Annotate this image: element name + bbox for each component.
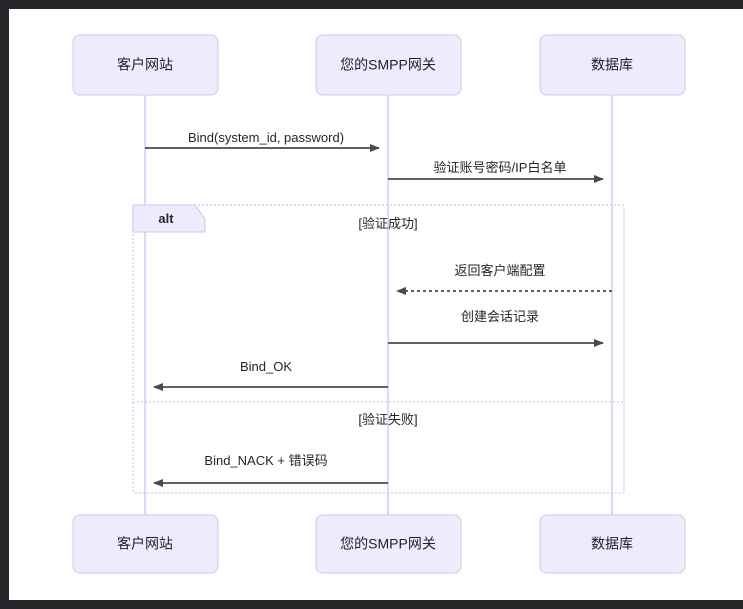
actor-box-database-bottom[interactable] <box>539 514 686 574</box>
alt-block-border <box>132 204 625 494</box>
alt-keyword-tab <box>132 204 206 233</box>
actor-box-gateway-bottom[interactable] <box>315 514 462 574</box>
message-return-client-config: 返回客户端配置 <box>396 263 612 295</box>
actor-bottom-database[interactable]: 数据库 <box>539 514 686 574</box>
actor-label-client-top: 客户网站 <box>117 57 173 73</box>
page-frame-left <box>0 0 9 609</box>
actor-box-client-bottom[interactable] <box>72 514 219 574</box>
message-create-session-record: 创建会话记录 <box>388 309 604 347</box>
actor-box-client-top[interactable] <box>72 34 219 96</box>
alt-keyword-label: alt <box>158 211 174 226</box>
message-verify-credentials: 验证账号密码/IP白名单 <box>388 160 604 183</box>
actor-box-database-top[interactable] <box>539 34 686 96</box>
message-label-3: 创建会话记录 <box>461 309 539 324</box>
alt-condition-success: [验证成功] <box>358 216 417 231</box>
actor-label-database-top: 数据库 <box>591 57 633 73</box>
messages: Bind(system_id, password) 验证账号密码/IP白名单 返… <box>145 130 612 487</box>
message-label-5: Bind_NACK + 错误码 <box>204 453 327 468</box>
alt-fragment: alt [验证成功] [验证失败] <box>132 204 625 494</box>
actor-label-client-bottom: 客户网站 <box>117 536 173 552</box>
lifelines <box>143 95 614 517</box>
message-bind-nack: Bind_NACK + 错误码 <box>153 453 388 487</box>
actor-box-gateway-top[interactable] <box>315 34 462 96</box>
message-bind-ok: Bind_OK <box>153 359 388 391</box>
actor-top-gateway[interactable]: 您的SMPP网关 <box>315 34 462 96</box>
page-frame-bottom <box>0 600 743 609</box>
diagram-canvas: alt [验证成功] [验证失败] Bind(system_id, passwo… <box>9 9 743 600</box>
alt-condition-failure: [验证失败] <box>358 412 417 427</box>
actor-label-gateway-bottom: 您的SMPP网关 <box>340 536 436 552</box>
actor-top-database[interactable]: 数据库 <box>539 34 686 96</box>
actor-label-gateway-top: 您的SMPP网关 <box>340 57 436 73</box>
message-label-2: 返回客户端配置 <box>454 263 545 278</box>
actor-top-client[interactable]: 客户网站 <box>72 34 219 96</box>
sequence-diagram: alt [验证成功] [验证失败] Bind(system_id, passwo… <box>9 9 743 600</box>
actor-bottom-client[interactable]: 客户网站 <box>72 514 219 574</box>
page-frame-top <box>0 0 743 9</box>
message-label-4: Bind_OK <box>240 359 292 374</box>
message-label-0: Bind(system_id, password) <box>188 130 344 145</box>
actors-bottom: 客户网站 您的SMPP网关 数据库 <box>72 514 686 574</box>
actor-label-database-bottom: 数据库 <box>591 536 633 552</box>
message-label-1: 验证账号密码/IP白名单 <box>434 160 567 175</box>
actor-bottom-gateway[interactable]: 您的SMPP网关 <box>315 514 462 574</box>
message-bind-request: Bind(system_id, password) <box>145 130 380 152</box>
actors-top: 客户网站 您的SMPP网关 数据库 <box>72 34 686 96</box>
